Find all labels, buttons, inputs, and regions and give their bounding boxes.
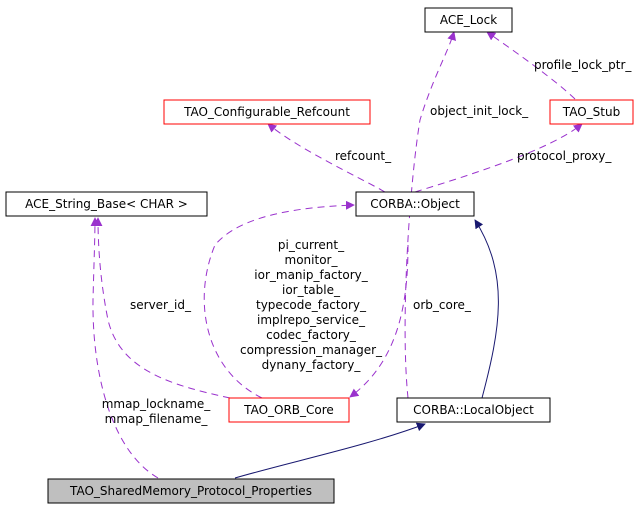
edge-localobject-inherits-object	[474, 219, 499, 399]
nodes: ACE_Lock TAO_Configurable_Refcount TAO_S…	[5, 7, 634, 504]
node-corba-object[interactable]: CORBA::Object	[355, 191, 475, 217]
mmap-labels: mmap_lockname_ mmap_filename_	[102, 397, 212, 426]
edge-server-id	[93, 217, 231, 399]
label-monitor: monitor_	[285, 253, 339, 267]
node-tao-configurable-refcount[interactable]: TAO_Configurable_Refcount	[163, 99, 371, 125]
node-ace-lock-label: ACE_Lock	[440, 13, 497, 27]
node-tao-configurable-refcount-label: TAO_Configurable_Refcount	[183, 105, 350, 119]
label-server-id: server_id_	[130, 298, 192, 312]
label-mmap-filename: mmap_filename_	[105, 412, 209, 426]
edges	[90, 31, 583, 479]
node-ace-string-base-label: ACE_String_Base< CHAR >	[25, 197, 188, 211]
label-compression-manager: compression_manager_	[240, 343, 383, 357]
edge-object-init-lock	[404, 31, 456, 399]
node-tao-sharedmemory-protocol-properties-label: TAO_SharedMemory_Protocol_Properties	[69, 484, 312, 498]
edge-orb-core-members	[203, 200, 355, 399]
label-implrepo-service: implrepo_service_	[257, 313, 366, 327]
node-tao-orb-core-label: TAO_ORB_Core	[243, 403, 334, 417]
node-corba-localobject-label: CORBA::LocalObject	[413, 403, 534, 417]
label-mmap-lockname: mmap_lockname_	[102, 397, 212, 411]
label-ior-manip-factory: ior_manip_factory_	[254, 268, 368, 282]
label-typecode-factory: typecode_factory_	[256, 298, 367, 312]
edge-refcount	[267, 123, 386, 193]
edge-labels: object_init_lock_ profile_lock_ptr_ refc…	[102, 58, 633, 426]
node-tao-sharedmemory-protocol-properties[interactable]: TAO_SharedMemory_Protocol_Properties	[47, 478, 335, 504]
label-dynany-factory: dynany_factory_	[262, 358, 362, 372]
edge-profile-lock-ptr	[486, 31, 576, 100]
label-orb-core: orb_core_	[413, 298, 472, 312]
label-pi-current: pi_current_	[278, 238, 345, 252]
label-protocol-proxy: protocol_proxy_	[517, 149, 612, 163]
label-object-init-lock: object_init_lock_	[430, 104, 529, 118]
node-tao-stub-label: TAO_Stub	[562, 105, 620, 119]
node-tao-orb-core[interactable]: TAO_ORB_Core	[228, 397, 350, 423]
edge-orb-core	[349, 244, 409, 398]
orb-core-members-labels: pi_current_ monitor_ ior_manip_factory_ …	[240, 238, 383, 372]
label-refcount: refcount_	[335, 149, 392, 163]
node-ace-string-base[interactable]: ACE_String_Base< CHAR >	[5, 191, 208, 217]
node-ace-lock[interactable]: ACE_Lock	[424, 7, 513, 33]
node-corba-localobject[interactable]: CORBA::LocalObject	[396, 397, 551, 423]
edge-protocol-proxy	[414, 123, 583, 193]
node-corba-object-label: CORBA::Object	[370, 197, 460, 211]
edge-mmap	[90, 217, 159, 479]
label-profile-lock-ptr: profile_lock_ptr_	[534, 58, 632, 72]
label-codec-factory: codec_factory_	[266, 328, 357, 342]
label-ior-table: ior_table_	[282, 283, 341, 297]
edge-protocol-properties-inherits-localobject	[234, 422, 426, 479]
node-tao-stub[interactable]: TAO_Stub	[549, 99, 634, 125]
